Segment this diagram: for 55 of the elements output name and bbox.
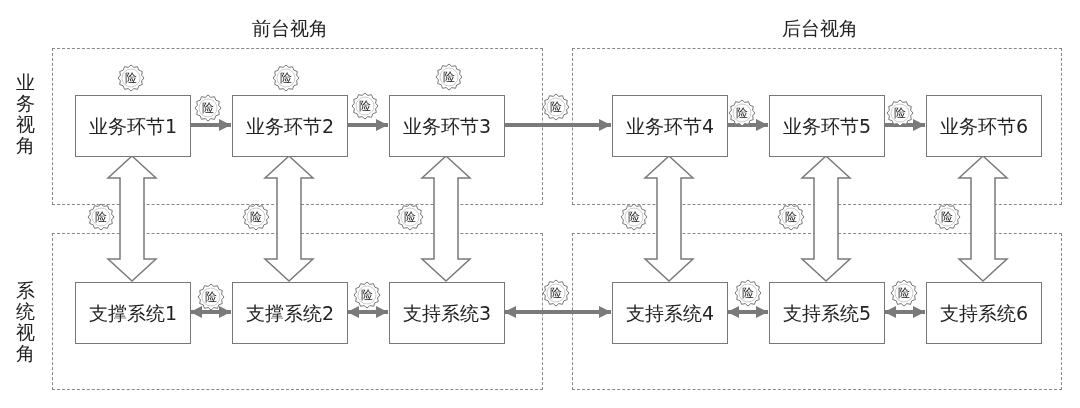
arrow bbox=[504, 119, 611, 131]
arrow bbox=[347, 306, 388, 318]
hollow-block-arrow bbox=[957, 155, 1009, 282]
arrow bbox=[347, 119, 388, 131]
dashed-region bbox=[52, 48, 543, 205]
risk-seal: 险 bbox=[117, 64, 145, 92]
column-heading: 后台视角 bbox=[781, 16, 859, 41]
risk-seal: 险 bbox=[194, 94, 222, 122]
dashed-region bbox=[52, 233, 543, 390]
process-box: 支持系统5 bbox=[769, 282, 885, 344]
arrow bbox=[504, 306, 611, 318]
risk-seal: 险 bbox=[734, 279, 762, 307]
arrow bbox=[884, 119, 925, 131]
risk-seal: 险 bbox=[728, 99, 756, 127]
hollow-block-arrow bbox=[800, 155, 852, 282]
dashed-region bbox=[572, 48, 1062, 205]
process-box: 业务环节1 bbox=[75, 95, 191, 157]
risk-seal: 险 bbox=[886, 99, 914, 127]
process-box: 业务环节5 bbox=[769, 95, 885, 157]
process-box: 支持系统6 bbox=[926, 282, 1042, 344]
risk-seal: 险 bbox=[542, 279, 570, 307]
risk-seal: 险 bbox=[197, 283, 225, 311]
risk-seal: 险 bbox=[620, 203, 648, 231]
hollow-block-arrow bbox=[263, 155, 315, 282]
arrow bbox=[727, 119, 768, 131]
arrow bbox=[727, 306, 768, 318]
risk-seal: 险 bbox=[87, 203, 115, 231]
risk-seal: 险 bbox=[933, 203, 961, 231]
risk-seal: 险 bbox=[435, 63, 463, 91]
arrow bbox=[884, 306, 925, 318]
process-box: 支持系统4 bbox=[612, 282, 728, 344]
risk-seal: 险 bbox=[353, 281, 381, 309]
risk-seal: 险 bbox=[890, 279, 918, 307]
process-box: 支撑系统2 bbox=[232, 282, 348, 344]
arrow bbox=[190, 119, 231, 131]
process-box: 业务环节3 bbox=[389, 95, 505, 157]
risk-seal: 险 bbox=[272, 64, 300, 92]
process-box: 业务环节4 bbox=[612, 95, 728, 157]
risk-seal: 险 bbox=[396, 203, 424, 231]
process-box: 支持系统3 bbox=[389, 282, 505, 344]
dashed-region bbox=[572, 233, 1062, 390]
hollow-block-arrow bbox=[106, 155, 158, 282]
hollow-block-arrow bbox=[643, 155, 695, 282]
process-box: 业务环节6 bbox=[926, 95, 1042, 157]
risk-seal: 险 bbox=[351, 92, 379, 120]
column-heading: 前台视角 bbox=[251, 16, 329, 41]
process-box: 支撑系统1 bbox=[75, 282, 191, 344]
hollow-block-arrow bbox=[420, 155, 472, 282]
row-heading: 业务视角 bbox=[16, 72, 35, 156]
process-box: 业务环节2 bbox=[232, 95, 348, 157]
risk-seal: 险 bbox=[542, 93, 570, 121]
risk-seal: 险 bbox=[777, 203, 805, 231]
risk-seal: 险 bbox=[242, 203, 270, 231]
row-heading: 系统视角 bbox=[16, 280, 35, 364]
arrow bbox=[190, 306, 231, 318]
